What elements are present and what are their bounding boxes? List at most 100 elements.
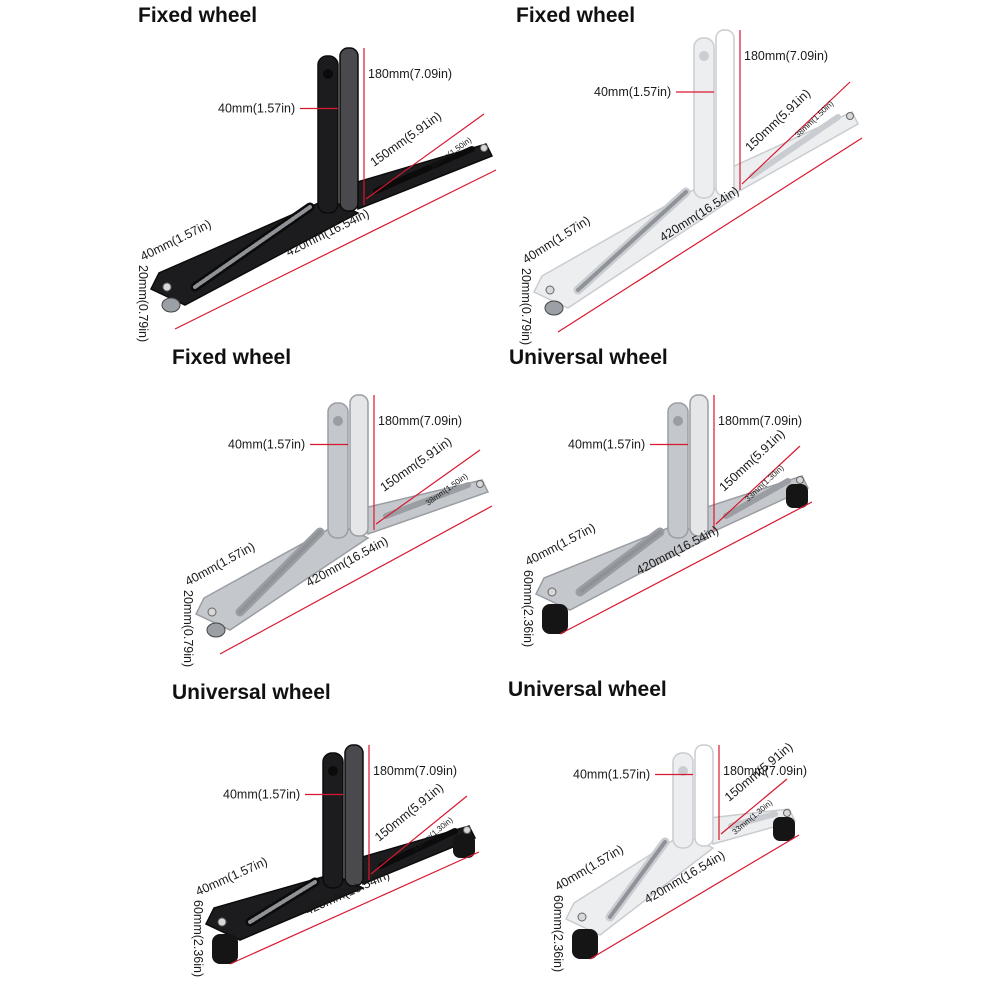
wheel-height-label: 60mm(2.36in): [551, 895, 565, 972]
foot-slot-teeth: [193, 205, 312, 289]
pivot-bolt: [333, 416, 343, 426]
arm-slot: [378, 828, 458, 869]
screw-icon: [162, 282, 172, 292]
screw-icon: [217, 917, 227, 927]
post-right: [344, 744, 364, 887]
pivot-bolt: [673, 416, 683, 426]
caster-wheel-icon: [453, 834, 475, 858]
base-foot: [194, 523, 370, 631]
post-left: [327, 402, 349, 539]
screw-icon: [547, 587, 557, 597]
length-dimension-line: [557, 137, 863, 333]
post-width-label: 40mm(1.57in): [218, 102, 295, 116]
fixed-wheel-icon: [544, 300, 564, 316]
post-width-label: 40mm(1.57in): [573, 768, 650, 782]
arm-slot: [723, 478, 791, 519]
arm-dimension-line: [375, 449, 481, 525]
screw-icon: [796, 476, 804, 484]
bracket-diagram: 180mm(7.09in)40mm(1.57in)150mm(5.91in)38…: [136, 47, 497, 342]
length-dimension-line: [174, 169, 497, 330]
base-foot: [564, 833, 715, 936]
height-label: 180mm(7.09in): [718, 414, 802, 428]
screw-icon: [476, 480, 484, 488]
wheel-height-label: 20mm(0.79in): [519, 268, 533, 345]
post-right: [349, 394, 369, 537]
pivot-bolt: [678, 766, 688, 776]
caster-wheel-icon: [786, 484, 808, 508]
post-left: [322, 752, 344, 889]
length-dimension-line: [559, 501, 813, 635]
caster-wheel-icon: [572, 929, 598, 959]
pivot-bolt: [323, 69, 333, 79]
arm-dimension-line: [365, 113, 485, 200]
panel-fixed-silver: Fixed wheel 180mm(7.09in) 40mm(1.57in) 150…: [0, 333, 500, 667]
arm-slot: [728, 811, 778, 829]
panel-title: Fixed wheel: [138, 4, 258, 27]
wheel-height-label: 20mm(0.79in): [136, 265, 150, 342]
bracket-diagram: 180mm(7.09in)40mm(1.57in)150mm(5.91in)33…: [191, 744, 480, 977]
screw-icon: [207, 607, 217, 617]
bracket-diagram: 180mm(7.09in)40mm(1.57in)150mm(5.91in)38…: [181, 394, 493, 667]
wheel-height-label: 20mm(0.79in): [181, 590, 195, 667]
screw-icon: [480, 144, 488, 152]
arm-label: 150mm(5.91in): [378, 434, 455, 494]
arm-dimension-line: [370, 795, 468, 875]
panel-title: Universal wheel: [509, 346, 668, 369]
post-right: [689, 394, 709, 537]
foot-slot-teeth: [576, 190, 688, 292]
arm-slot: [749, 114, 841, 179]
panel-title: Universal wheel: [172, 681, 331, 704]
post-width-label: 40mm(1.57in): [223, 788, 300, 802]
foot-slot-teeth: [238, 530, 322, 614]
screw-icon: [545, 285, 555, 295]
length-dimension-line: [589, 834, 800, 960]
foot-slot-teeth: [578, 530, 662, 594]
panel-title: Fixed wheel: [516, 4, 636, 27]
arm-dimension-line: [720, 778, 788, 835]
arm-slot: [383, 482, 471, 519]
wheel-height-label: 60mm(2.36in): [521, 570, 535, 647]
post-width-label: 40mm(1.57in): [228, 438, 305, 452]
length-dimension-line: [229, 851, 480, 965]
post-left: [693, 37, 715, 199]
panel-title: Fixed wheel: [172, 346, 292, 369]
post-left: [667, 402, 689, 539]
arm-slot: [373, 146, 475, 194]
wheel-height-label: 60mm(2.36in): [191, 900, 205, 977]
bracket-diagram: 180mm(7.09in)40mm(1.57in)150mm(5.91in)33…: [551, 740, 807, 972]
foot-slot-teeth: [248, 880, 317, 924]
post-right: [339, 47, 359, 212]
screw-icon: [577, 912, 587, 922]
bracket-diagram: 180mm(7.09in)40mm(1.57in)150mm(5.91in)38…: [519, 29, 863, 345]
foot-width-label: 40mm(1.57in): [193, 854, 269, 898]
screw-icon: [463, 826, 471, 834]
panel-title: Universal wheel: [508, 678, 667, 701]
height-label: 180mm(7.09in): [368, 67, 452, 81]
panel-fixed-white: Fixed wheel 180mm(7.09in)40mm(1.57in)150…: [500, 0, 1000, 345]
caster-wheel-icon: [773, 817, 795, 841]
length-dimension-line: [219, 505, 493, 655]
post-left: [317, 55, 339, 214]
post-left: [672, 752, 694, 849]
screw-icon: [783, 809, 791, 817]
panel-universal-black: Universal wheel 180mm(7.09in) 40mm(1.57in…: [0, 667, 500, 1000]
arm-dimension-line: [715, 445, 801, 525]
panel-universal-silver: Universal wheel 180mm(7.09in) 40mm(1.57in…: [500, 333, 1000, 666]
post-right: [694, 744, 714, 847]
panel-universal-white: Universal wheel 180mm(7.09in)40mm(1.57in…: [500, 667, 1000, 1000]
bracket-diagram: 180mm(7.09in)40mm(1.57in)150mm(5.91in)33…: [521, 394, 813, 647]
panel-fixed-black: Fixed wheel 180mm(7.09in)40mm(1.57in)150…: [0, 0, 500, 342]
post-width-label: 40mm(1.57in): [568, 438, 645, 452]
height-label: 180mm(7.09in): [373, 764, 457, 778]
post-width-label: 40mm(1.57in): [594, 85, 671, 99]
pivot-bolt: [328, 766, 338, 776]
height-label: 180mm(7.09in): [744, 49, 828, 63]
height-label: 180mm(7.09in): [378, 414, 462, 428]
foot-slot-teeth: [608, 840, 667, 919]
post-right: [715, 29, 735, 197]
fixed-wheel-icon: [206, 622, 226, 638]
caster-wheel-icon: [542, 604, 568, 634]
caster-wheel-icon: [212, 934, 238, 964]
pivot-bolt: [699, 51, 709, 61]
screw-icon: [846, 112, 854, 120]
